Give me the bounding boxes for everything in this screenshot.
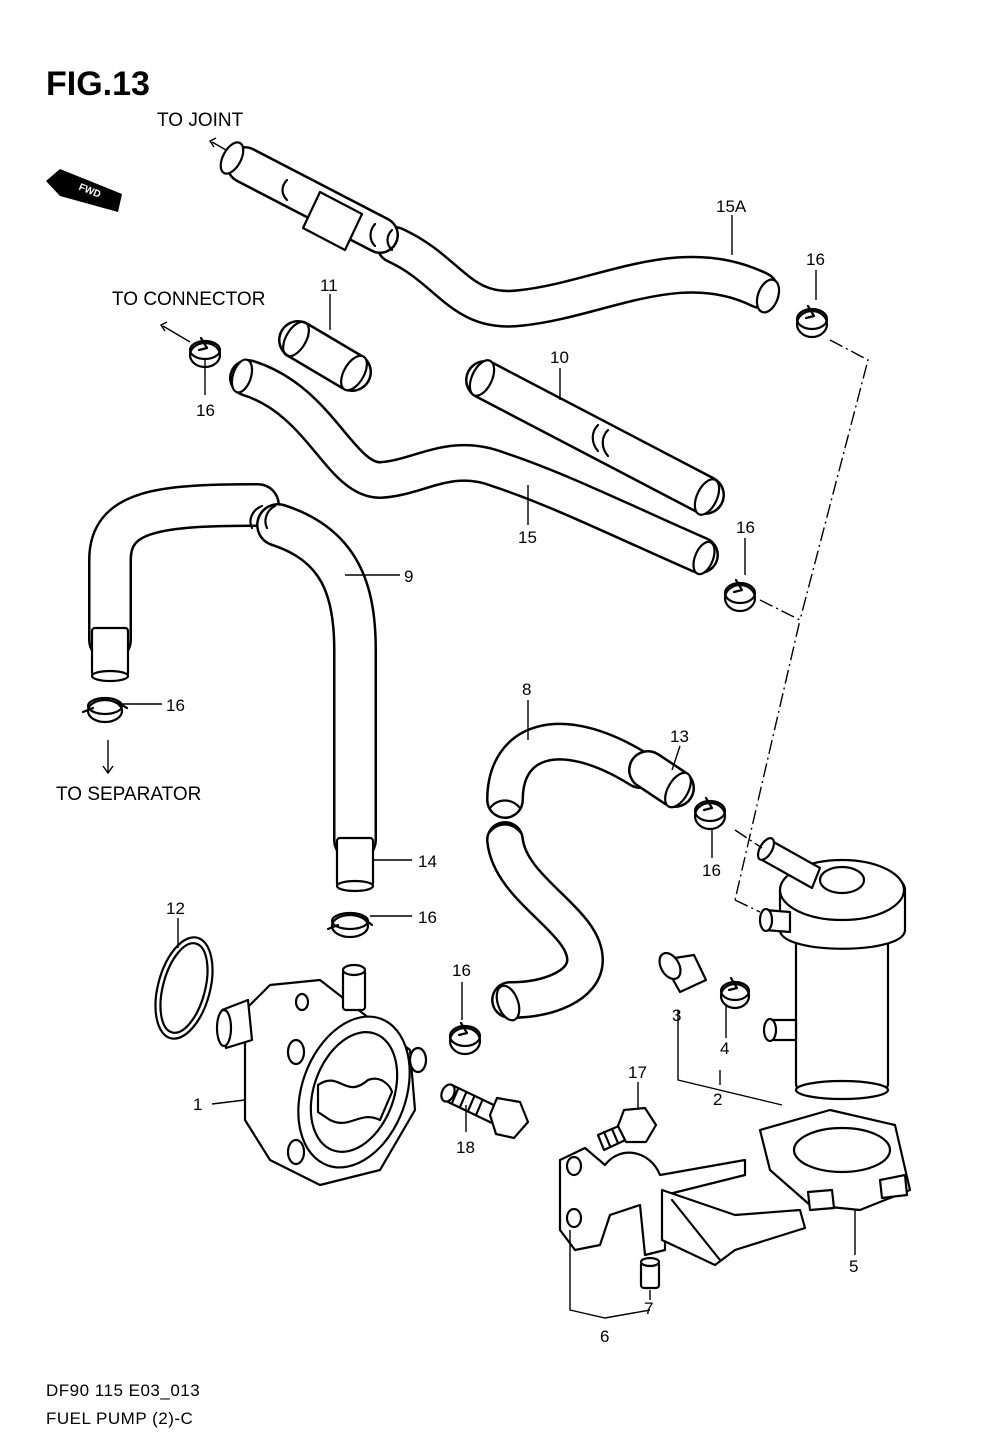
fwd-arrow-icon: FWD [46,169,122,212]
hose-13 [628,750,695,809]
clamp-16-separator [81,696,129,724]
to-joint-label: TO JOINT [157,110,244,131]
screw-18 [440,1083,530,1140]
callout-4: 4 [720,1039,729,1058]
figure-title: FIG.13 [46,65,150,103]
leader-lines [122,215,856,1319]
callout-16-hose13: 16 [702,861,721,880]
hose-11 [278,320,372,392]
hose-9 [88,483,377,893]
clamp-16-hose8 [448,1021,482,1056]
fuel-pump-1 [215,963,428,1187]
callout-10: 10 [550,348,569,367]
callout-14: 14 [418,852,437,871]
fuel-filter [756,837,907,1101]
callout-1: 1 [193,1095,202,1114]
to-connector-arrow-icon [159,321,191,343]
callout-11: 11 [320,276,338,295]
callout-16-separator: 16 [166,696,185,715]
callout-9: 9 [404,567,413,586]
callout-12: 12 [166,899,185,918]
hose-15a [219,141,781,328]
model-code: DF90 115 E03_013 [46,1381,200,1400]
grommet-7 [639,1256,661,1290]
clamp-16-hose13 [693,796,727,831]
callout-7: 7 [644,1299,653,1318]
callout-2: 2 [713,1090,722,1109]
callout-8: 8 [522,680,531,699]
callout-3: 3 [672,1006,681,1025]
to-connector-label: TO CONNECTOR [112,289,265,310]
callout-16-top: 16 [806,250,825,269]
callout-16-hose14: 16 [418,908,437,927]
cap-3 [658,951,708,994]
callout-16-mid: 16 [736,518,755,537]
hose-8 [486,722,659,1022]
clamp-16-top [795,304,829,339]
filter-bracket-5 [758,1108,912,1212]
callout-18: 18 [456,1138,475,1157]
to-separator-arrow-icon [102,740,114,775]
bracket-6 [558,1146,807,1267]
routing-lines [734,339,869,913]
callout-16-connector: 16 [196,401,215,420]
section-name: FUEL PUMP (2)-C [46,1409,193,1428]
clamp-16-mid [723,578,757,613]
callout-16-hose8: 16 [452,961,471,980]
callout-15a: 15A [716,197,747,216]
screw-17 [596,1106,658,1152]
callout-6: 6 [600,1327,609,1346]
callout-13: 13 [670,727,689,746]
hose-15 [229,358,719,576]
to-separator-label: TO SEPARATOR [56,784,201,805]
callout-5: 5 [849,1257,858,1276]
clamp-4 [719,976,751,1010]
callout-17: 17 [628,1063,647,1082]
callout-15: 15 [518,528,537,547]
clamp-16-hose14 [326,911,374,939]
o-ring-12 [154,936,214,1040]
hose-10 [465,359,725,516]
